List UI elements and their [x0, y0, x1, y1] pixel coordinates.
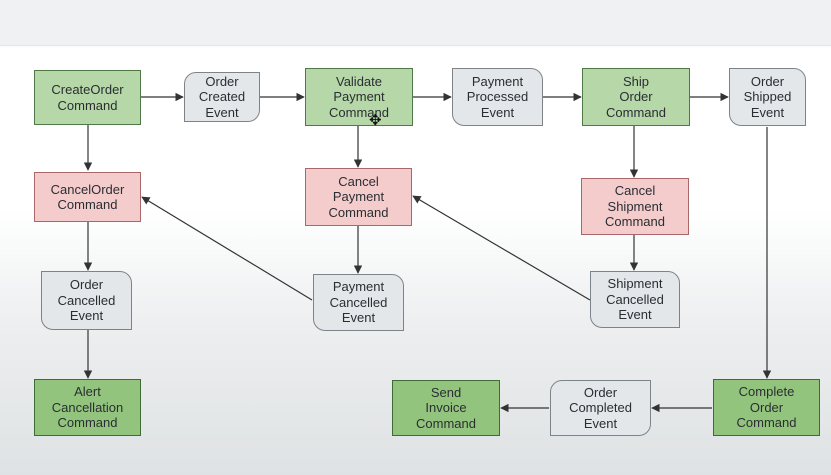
- payment-processed-event: Payment Processed Event: [452, 68, 543, 126]
- cancel-order-command: CancelOrder Command: [34, 172, 141, 222]
- order-completed-event: Order Completed Event: [550, 380, 651, 436]
- toolbar-band: [0, 0, 831, 46]
- alert-cancellation-command: Alert Cancellation Command: [34, 379, 141, 436]
- edge-shipment-cancelled-to-cancel-payment: [412, 195, 591, 301]
- order-shipped-event: Order Shipped Event: [729, 68, 806, 126]
- order-cancelled-event: Order Cancelled Event: [41, 271, 132, 330]
- shipment-cancelled-event: Shipment Cancelled Event: [590, 271, 680, 328]
- ship-order-command: Ship Order Command: [582, 68, 690, 126]
- move-cursor-icon: ✥: [369, 111, 382, 129]
- cancel-shipment-command: Cancel Shipment Command: [581, 178, 689, 235]
- create-order-command: CreateOrder Command: [34, 70, 141, 125]
- edge-payment-cancelled-to-cancel-order: [141, 196, 313, 301]
- complete-order-command: Complete Order Command: [713, 379, 820, 436]
- order-created-event: Order Created Event: [184, 72, 260, 122]
- cancel-payment-command: Cancel Payment Command: [305, 168, 412, 226]
- send-invoice-command: Send Invoice Command: [392, 380, 500, 436]
- payment-cancelled-event: Payment Cancelled Event: [313, 274, 404, 331]
- validate-payment-command: Validate Payment Command: [305, 68, 413, 126]
